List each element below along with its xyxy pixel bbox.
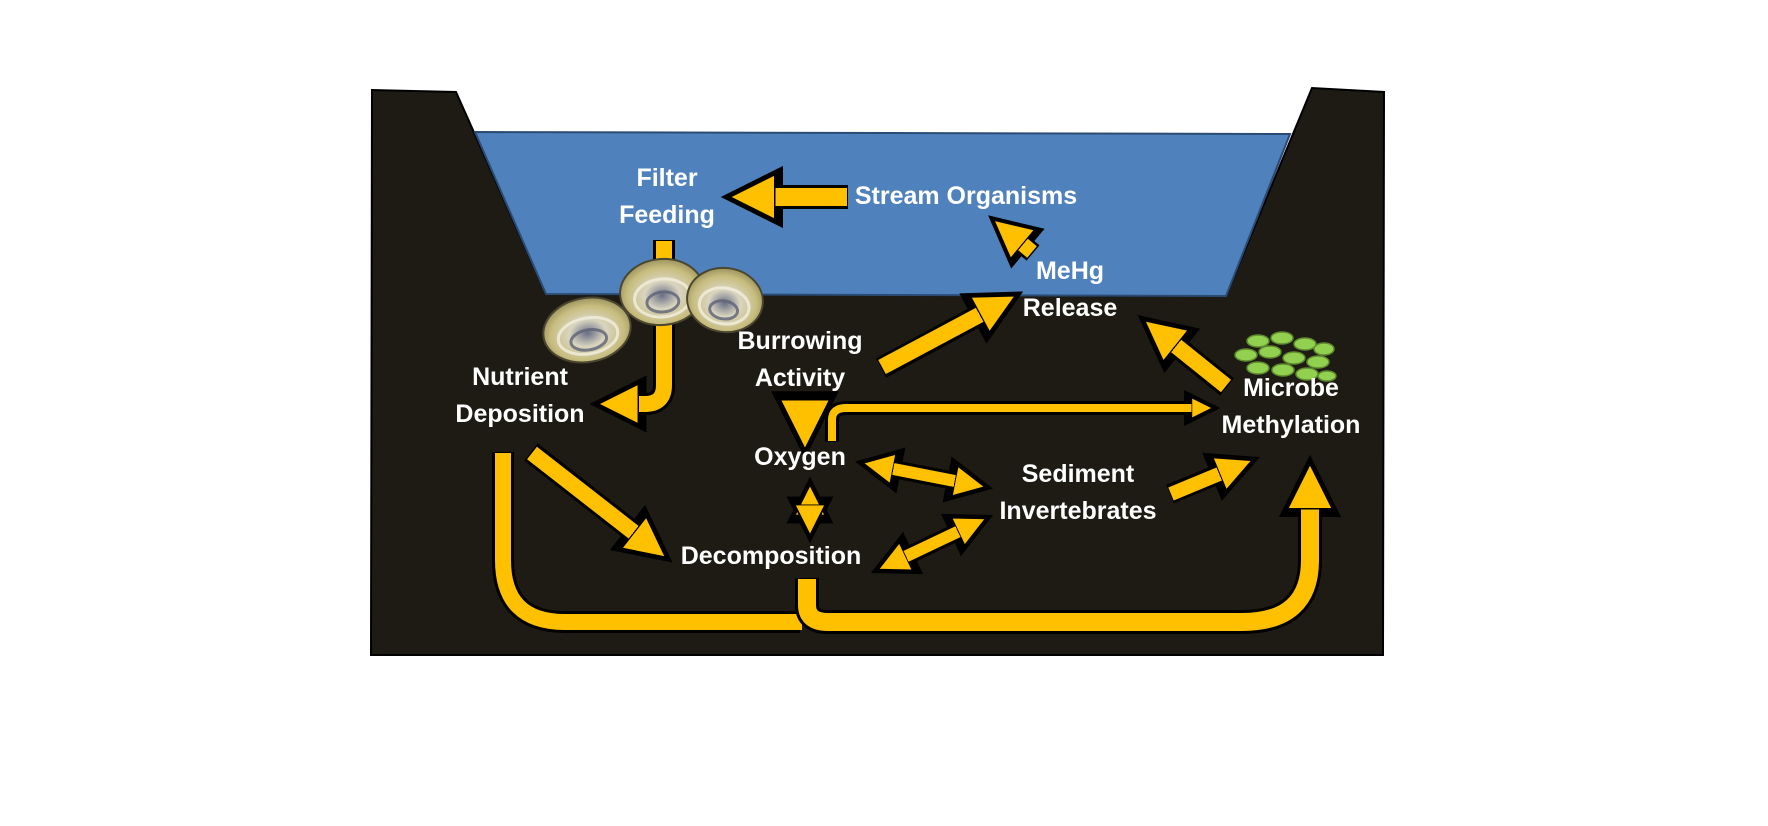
arrow-decomposition-to-microbe-methylation xyxy=(795,454,1342,634)
arrow-decomposition-sediment-invertebrates xyxy=(870,513,994,575)
label-microbe-methylation: Microbe Methylation xyxy=(1221,374,1361,439)
arrow-oxygen-to-microbe-methylation xyxy=(825,389,1221,442)
label-sediment-invertebrates: Sediment Invertebrates xyxy=(999,460,1157,525)
arrow-oxygen-sediment-invertebrates xyxy=(855,447,993,503)
label-nutrient-deposition: Nutrient Deposition xyxy=(455,363,585,428)
arrow-nutrient-deposition-to-decomposition xyxy=(524,443,673,563)
mussels-icon xyxy=(542,257,764,364)
label-mehg-release: MeHg Release xyxy=(1022,257,1118,322)
arrow-burrowing-activity-to-mehg-release xyxy=(875,291,1024,378)
arrow-sediment-invertebrates-to-microbe-methylation xyxy=(1166,452,1261,504)
arrow-mehg-release-to-stream-organisms xyxy=(988,215,1045,269)
process-arrows xyxy=(492,165,1342,634)
microbes-icon xyxy=(1234,331,1337,382)
arrow-nutrient-deposition-loop xyxy=(492,452,802,633)
label-oxygen: Oxygen xyxy=(754,443,846,471)
label-decomposition: Decomposition xyxy=(680,542,862,570)
arrow-microbe-methylation-to-mehg-release xyxy=(1137,315,1234,396)
arrow-filter-feeding-to-nutrient-deposition xyxy=(589,240,675,433)
label-filter-feeding: Filter Feeding xyxy=(619,164,715,229)
label-burrowing-activity: Burrowing Activity xyxy=(737,327,863,392)
stream-water xyxy=(473,130,1292,298)
label-stream-organisms: Stream Organisms xyxy=(854,182,1078,210)
